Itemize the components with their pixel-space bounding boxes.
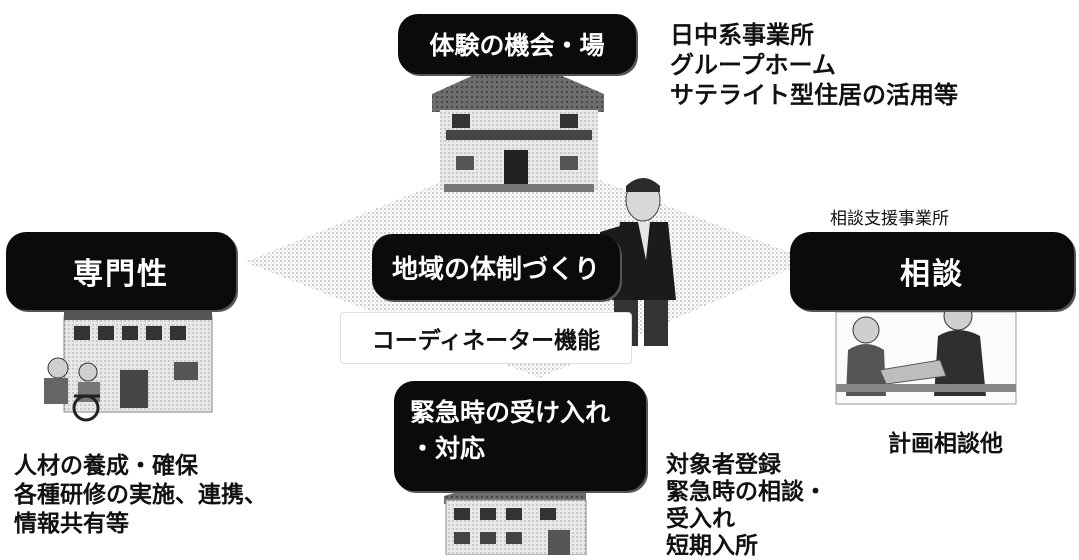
node-consultation-title: 相談 <box>900 257 964 292</box>
node-emergency-title-line2: ・対応 <box>410 434 486 463</box>
note-line: 人材の養成・確保 <box>14 453 198 479</box>
emergency-notes: 対象者登録 緊急時の相談・ 受入れ 短期入所 <box>666 452 827 560</box>
node-emergency-title-line1: 緊急時の受け入れ <box>410 398 611 427</box>
note-line: 緊急時の相談・ <box>666 479 827 505</box>
note-line: 計画相談他 <box>888 431 1003 457</box>
short-stay-building-illustration <box>444 478 587 555</box>
note-line: サテライト型住居の活用等 <box>670 81 958 109</box>
note-line: 短期入所 <box>666 533 758 559</box>
note-line: 情報共有等 <box>14 511 129 537</box>
node-emergency-response: 緊急時の受け入れ ・対応 <box>394 381 646 491</box>
note-line: グループホーム <box>670 51 836 79</box>
node-expertise: 専門性 <box>6 232 236 310</box>
node-regional-system: 地域の体制づくり <box>372 234 620 300</box>
node-consultation: 相談 <box>790 232 1074 310</box>
note-line: 日中系事業所 <box>670 21 814 49</box>
note-line: 対象者登録 <box>666 452 781 478</box>
coordinator-function-label: コーディネーター機能 <box>340 312 632 364</box>
care-facility-illustration <box>44 312 213 422</box>
expertise-notes: 人材の養成・確保 各種研修の実施、連携、 情報共有等 <box>14 452 267 539</box>
consultation-office-label: 相談支援事業所 <box>830 209 949 229</box>
node-expertise-title: 専門性 <box>73 257 169 292</box>
consultation-illustration <box>835 301 1017 405</box>
node-experience-opportunity: 体験の機会・場 <box>398 14 636 74</box>
note-line: 各種研修の実施、連携、 <box>14 482 267 508</box>
house-illustration <box>432 56 604 192</box>
note-line: 受入れ <box>666 506 735 532</box>
node-regional-system-title: 地域の体制づくり <box>391 254 600 285</box>
experience-notes: 日中系事業所 グループホーム サテライト型住居の活用等 <box>670 20 958 110</box>
consultation-notes: 計画相談他 <box>888 424 1003 458</box>
node-experience-title: 体験の機会・場 <box>429 31 605 60</box>
